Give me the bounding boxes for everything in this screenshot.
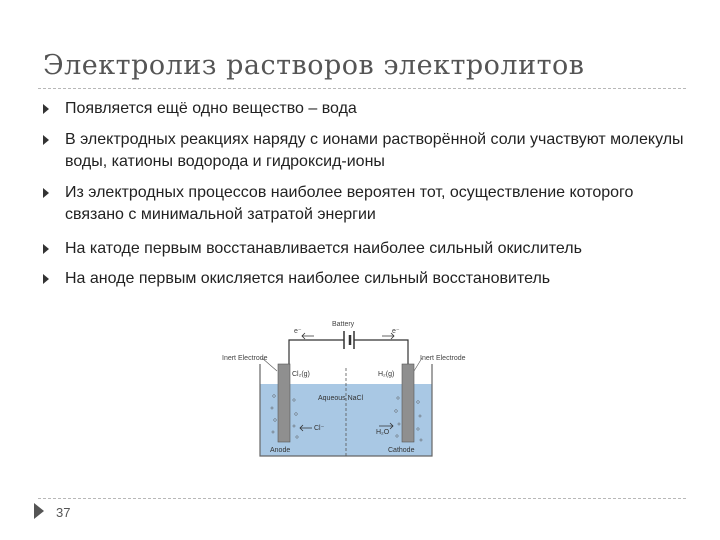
bullet-text: На катоде первым восстанавливается наибо…: [65, 240, 582, 257]
footer-divider: [38, 498, 686, 499]
electrolysis-diagram: Battery e⁻ e⁻ Inert Electrode Inert Elec…: [222, 316, 478, 462]
bullet-text: Из электродных процессов наиболее вероят…: [65, 184, 634, 223]
bullet-arrow-icon: [43, 244, 49, 254]
water-label: H₂O: [376, 429, 390, 436]
electron-label-left: e⁻: [294, 328, 302, 335]
inert-label-leader-left: [261, 357, 278, 372]
title-divider: [38, 88, 686, 89]
battery-label: Battery: [332, 321, 355, 328]
inert-electrode-label-left: Inert Electrode: [222, 355, 268, 362]
bullet-arrow-icon: [43, 188, 49, 198]
hydrogen-gas-label: H₂(g): [378, 371, 394, 378]
bullet-text: В электродных реакциях наряду с ионами р…: [65, 131, 684, 170]
bullet-arrow-icon: [43, 274, 49, 284]
bullet-text: На аноде первым окисляется наиболее силь…: [65, 270, 551, 287]
electrolysis-cell-svg: Battery e⁻ e⁻ Inert Electrode Inert Elec…: [222, 321, 466, 457]
circuit-wire: [288, 339, 409, 364]
cathode-bubbles: [394, 396, 423, 442]
anode-bubbles: [270, 394, 299, 439]
solution-label: Aqueous NaCl: [318, 395, 364, 402]
anode-label: Anode: [270, 447, 290, 454]
page-number: 37: [56, 505, 71, 520]
electron-arrow-left: [301, 332, 314, 340]
anode-electrode: [277, 363, 291, 443]
electron-arrow-right: [382, 332, 395, 340]
bullet-text: Появляется ещё одно вещество – вода: [65, 100, 357, 117]
slide-title: Электролиз растворов электролитов: [43, 50, 585, 81]
inert-electrode-label-right: Inert Electrode: [420, 355, 466, 362]
chloride-ion-label: Cl⁻: [314, 425, 325, 432]
bullet-arrow-icon: [43, 135, 49, 145]
inert-label-leader-right: [413, 357, 423, 372]
chlorine-gas-label: Cl₂(g): [292, 371, 310, 378]
cathode-electrode: [401, 363, 415, 443]
electron-label-right: e⁻: [392, 328, 400, 335]
water-arrow: [379, 422, 394, 430]
chloride-arrow: [299, 424, 312, 432]
cathode-label: Cathode: [388, 447, 415, 454]
bullet-arrow-icon: [43, 104, 49, 114]
page-arrow-icon: [34, 503, 44, 519]
